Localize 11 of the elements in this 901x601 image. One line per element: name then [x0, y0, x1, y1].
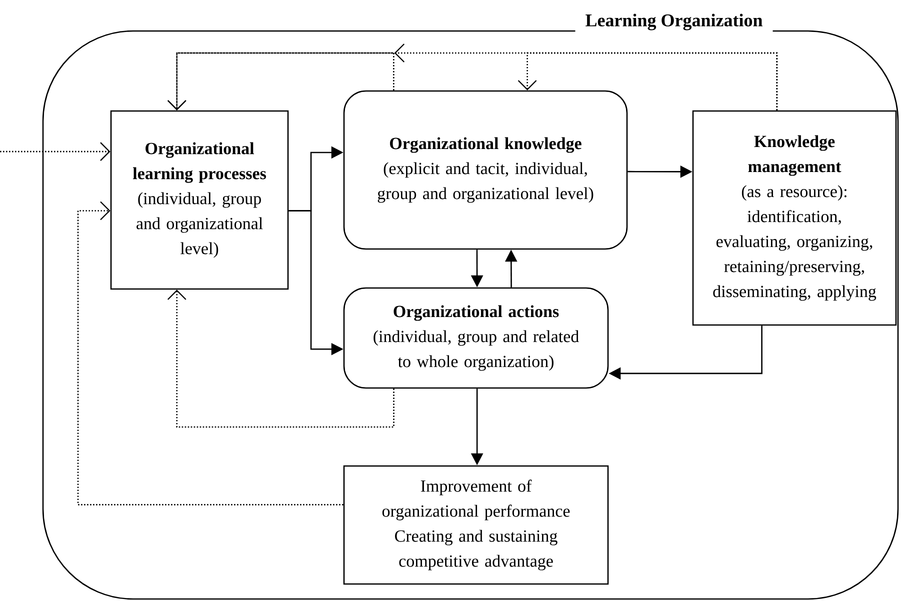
rounded-box: Organizational actions (individual, group and related to whole organization): [343, 287, 609, 389]
arrow: [77, 201, 344, 506]
arrow: [167, 52, 394, 110]
arrow: [518, 52, 778, 110]
arrow: [0, 142, 110, 161]
process-box: Knowledge management (as a resource): identification, evaluating, organizing, retaining/preserving, disseminating, applying: [692, 110, 897, 326]
process-box: Improvement of organizational performance Creating and sustaining competitive advantage: [343, 465, 609, 585]
arrow: [167, 290, 394, 428]
frame-title: Learning Organization: [575, 12, 773, 32]
process-box: Organizational learning processes (individual, group and organizational level): [110, 110, 289, 290]
rounded-box: Organizational knowledge (explicit and tacit, individual, group and organizational level): [343, 90, 628, 250]
